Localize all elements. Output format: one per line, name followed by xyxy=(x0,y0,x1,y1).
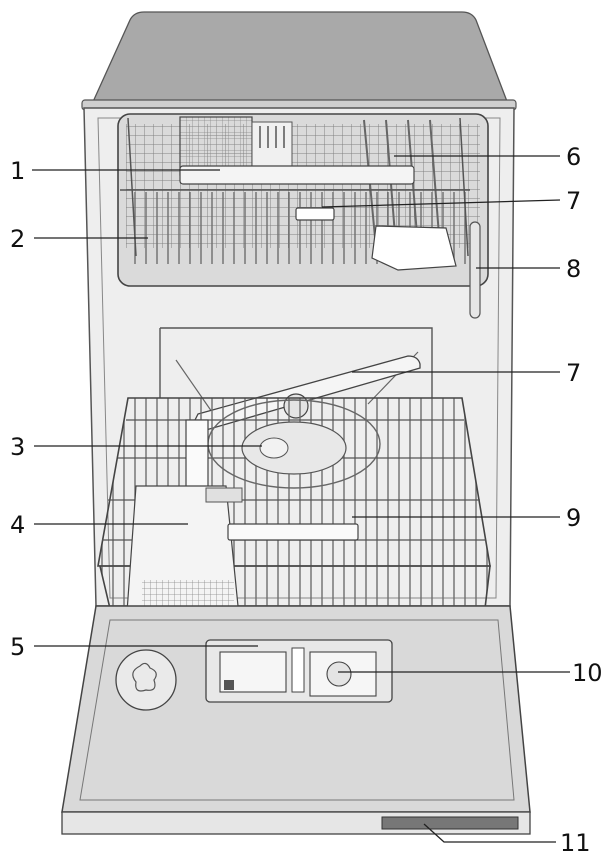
callout-leaders xyxy=(32,155,570,843)
rating-plate xyxy=(381,816,519,830)
callout-9: 9 xyxy=(566,504,581,532)
rack-back-frame xyxy=(159,327,433,398)
detergent-dispenser xyxy=(205,639,393,703)
callout-8: 8 xyxy=(566,255,581,283)
callout-5: 5 xyxy=(10,633,25,661)
rack-guide-rail xyxy=(469,221,481,319)
worktop-lid xyxy=(90,11,509,105)
callout-7-lower: 7 xyxy=(566,359,581,387)
callout-10: 10 xyxy=(572,659,603,687)
cutlery-basket xyxy=(125,419,359,627)
callout-11: 11 xyxy=(560,829,591,856)
callout-4: 4 xyxy=(10,511,25,539)
upper-rack xyxy=(117,113,489,287)
door-inner-panel xyxy=(61,605,531,813)
rinse-aid-cap xyxy=(115,649,177,711)
callout-3: 3 xyxy=(10,433,25,461)
callout-7-upper: 7 xyxy=(566,187,581,215)
callout-1: 1 xyxy=(10,157,25,185)
callout-2: 2 xyxy=(10,225,25,253)
callout-6: 6 xyxy=(566,143,581,171)
callout-labels: 1 2 6 7 8 3 7 4 9 5 10 11 xyxy=(10,143,603,856)
